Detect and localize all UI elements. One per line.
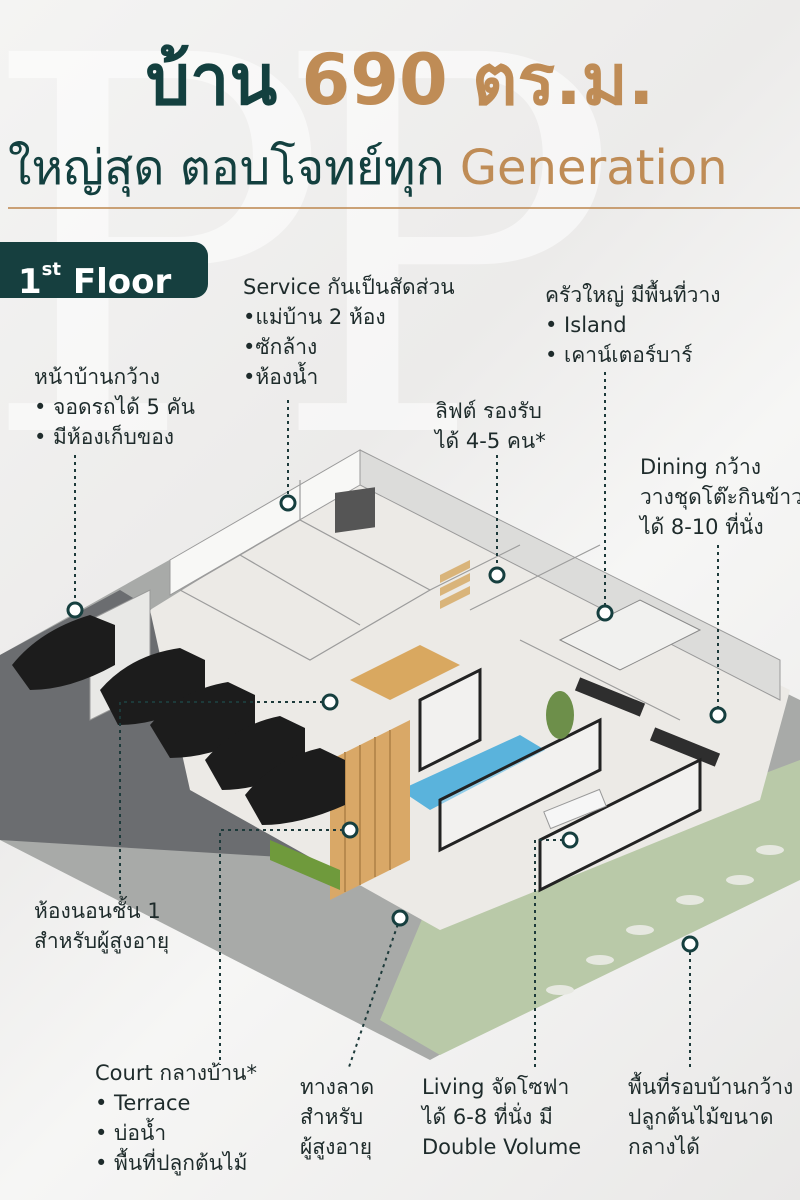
interior-walls xyxy=(178,480,681,721)
title-size: 690 ตร.ม. xyxy=(301,39,655,121)
callout-leaders xyxy=(74,372,719,1071)
callout-kitchen: ครัวใหญ่ มีพื้นที่วาง • Island • เคาน์เต… xyxy=(545,283,721,367)
court-pool xyxy=(400,735,545,810)
callout-lift: ลิฟต์ รองรับ ได้ 4-5 คน* xyxy=(435,399,546,453)
callout-service: Service กันเป็นสัดส่วน •แม่บ้าน 2 ห้อง •… xyxy=(243,275,455,389)
callout-ramp: ทางลาด สำหรับ ผู้สูงอายุ xyxy=(300,1075,375,1159)
callout-dots xyxy=(66,494,727,953)
court-tree xyxy=(546,691,574,739)
service-appliance xyxy=(335,487,375,533)
title-divider xyxy=(8,207,800,209)
page-subtitle: ใหญ่สุด ตอบโจทย์ทุก Generation xyxy=(8,140,728,196)
glass-walls xyxy=(418,667,702,893)
floor-badge: 1st Floor xyxy=(0,242,208,302)
page-title: บ้าน 690 ตร.ม. xyxy=(0,38,800,122)
callout-court: Court กลางบ้าน* • Terrace • บ่อน้ำ • พื้… xyxy=(95,1061,257,1175)
stepping-stones xyxy=(546,845,784,995)
car-5 xyxy=(245,748,345,825)
front-hedge xyxy=(270,840,340,890)
callout-living: Living จัดโซฟา ได้ 6-8 ที่นั่ง มี Double… xyxy=(422,1075,582,1159)
title-word: บ้าน xyxy=(145,39,278,121)
callout-dining: Dining กว้าง วางชุดโต๊ะกินข้าว ได้ 8-10 … xyxy=(640,455,800,539)
garden-lawn xyxy=(380,760,800,1055)
subtitle-thai: ใหญ่สุด ตอบโจทย์ทุก xyxy=(8,140,445,196)
bedroom-floor xyxy=(350,645,460,700)
callout-garden: พื้นที่รอบบ้านกว้าง ปลูกต้นไม้ขนาด กลางไ… xyxy=(628,1075,794,1159)
living-sofa xyxy=(543,788,607,830)
car-1 xyxy=(12,615,115,690)
parked-cars xyxy=(12,615,345,825)
callout-bedroom: ห้องนอนชั้น 1 สำหรับผู้สูงอายุ xyxy=(34,899,170,953)
callout-front-yard: หน้าบ้านกว้าง • จอดรถได้ 5 คัน • มีห้องเ… xyxy=(34,365,195,449)
stairs xyxy=(440,560,470,609)
subtitle-en: Generation xyxy=(459,140,728,196)
dining-table xyxy=(649,727,721,767)
kitchen-island xyxy=(574,677,646,717)
